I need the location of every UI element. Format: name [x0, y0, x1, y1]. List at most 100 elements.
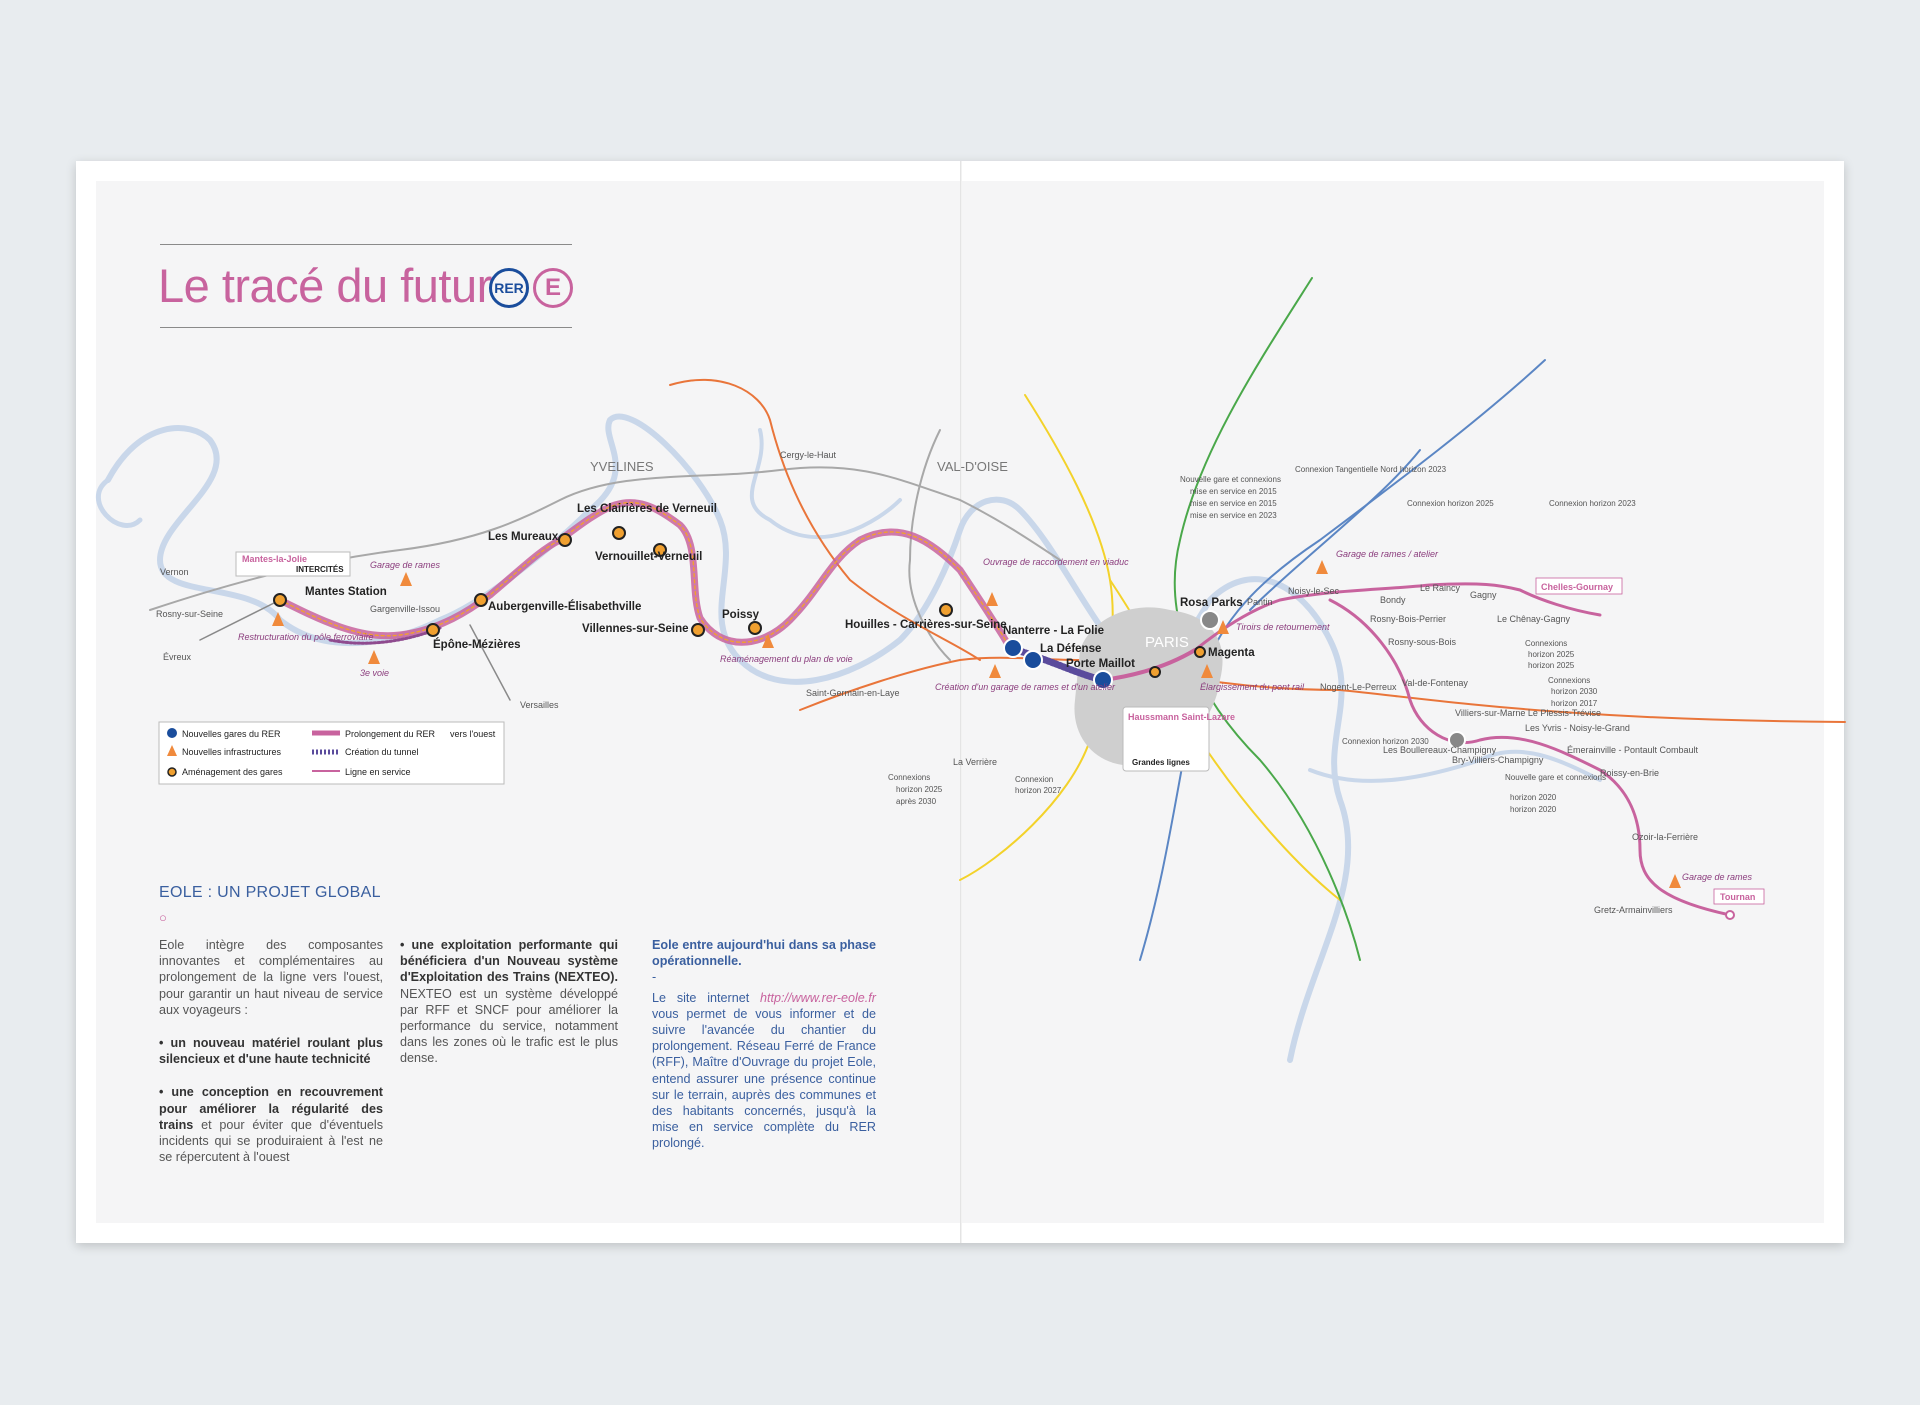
legend-new-stations: Nouvelles gares du RER [182, 729, 281, 739]
note-horizon-2017: horizon 2017 [1551, 699, 1598, 708]
note-connexion-defense: Connexion [1015, 775, 1053, 784]
label-gagny: Gagny [1470, 590, 1497, 600]
note-restructuration: Restructuration du pôle ferroviaire [238, 632, 374, 642]
label-cergy: Cergy-le-Haut [780, 450, 837, 460]
oise-river [749, 428, 902, 540]
label-boulereaux: Les Boullereaux-Champigny [1383, 745, 1497, 755]
region-val-doise: VAL-D'OISE [937, 459, 1008, 474]
station-tournan [1725, 910, 1735, 920]
label-villiers: Villiers-sur-Marne Le Plessis-Trévise [1455, 708, 1601, 718]
label-les-yvris: Les Yvris - Noisy-le-Grand [1525, 723, 1630, 733]
c1-bullet-1: • un nouveau matériel roulant plus silen… [159, 1036, 383, 1067]
label-mureaux: Les Mureaux [488, 531, 559, 543]
c1-bullet-2: • une conception en recouvrement pour am… [159, 1085, 383, 1165]
note-ouvrage: Ouvrage de raccordement en viaduc [983, 557, 1129, 567]
label-tournan: Tournan [1720, 892, 1755, 902]
station-porte-maillot [1093, 670, 1113, 690]
cone-icon [400, 572, 412, 586]
cone-icon [1669, 874, 1681, 888]
tournan-box [1713, 888, 1765, 905]
label-magenta: Magenta [1208, 647, 1255, 659]
text-column-3: Eole entre aujourd'hui dans sa phase opé… [652, 937, 876, 1169]
line-e-logo: E [533, 268, 573, 308]
cone-icon [762, 634, 774, 648]
legend-new-station-icon [167, 728, 177, 738]
label-rosny-sur-seine: Rosny-sur-Seine [156, 609, 223, 619]
note-connexion-2025: Connexion horizon 2025 [1407, 499, 1494, 508]
label-rosny-bois-perrier: Rosny-Bois-Perrier [1370, 614, 1446, 624]
note-third-lane: 3e voie [360, 668, 389, 678]
note-mise-2015-b: mise en service en 2015 [1190, 499, 1277, 508]
legend-amenagement-icon [167, 767, 177, 777]
label-emerainville: Émerainville - Pontault Combault [1567, 745, 1699, 755]
note-garage-atelier: Garage de rames / atelier [1336, 549, 1439, 559]
note-garage-west: Garage de rames [370, 560, 441, 570]
cone-icon [1201, 664, 1213, 678]
label-versailles: Versailles [520, 700, 559, 710]
label-epone: Épône-Mézières [433, 638, 521, 651]
note-mise-2015-a: mise en service en 2015 [1190, 487, 1277, 496]
mantes-la-jolie-box [235, 551, 351, 577]
label-gretz: Gretz-Armainvilliers [1594, 905, 1673, 915]
note-nouvelle-gare: Nouvelle gare et connexions [1180, 475, 1281, 484]
label-nogent: Nogent-Le-Perreux [1320, 682, 1397, 692]
orange-line-north [669, 378, 981, 661]
c2-bullet: • une exploitation performante qui bénéf… [400, 938, 618, 1066]
heading-bullet: ○ [159, 910, 167, 925]
note-tangentielle: Connexion Tangentielle Nord horizon 2023 [1295, 465, 1447, 474]
label-mantes: Mantes Station [305, 586, 387, 598]
note-connexions-nanterre: Connexions [888, 773, 930, 782]
label-aubergenville: Aubergenville-Élisabethville [488, 600, 641, 613]
label-bry: Bry-Villiers-Champigny [1452, 755, 1544, 765]
note-horizon-2025-a: horizon 2025 [1528, 650, 1575, 659]
cone-icon [1217, 620, 1229, 634]
label-le-chenay: Le Chênay-Gagny [1497, 614, 1571, 624]
legend-cone-icon [167, 745, 177, 756]
label-bondy: Bondy [1380, 595, 1406, 605]
label-noisy-le-sec: Noisy-le-Sec [1288, 586, 1340, 596]
saint-lazare-box [1122, 706, 1210, 772]
label-nanterre: Nanterre - La Folie [1003, 625, 1104, 637]
cone-icon [986, 592, 998, 606]
label-villennes: Villennes-sur-Seine [582, 623, 689, 635]
title-rule-bottom [160, 327, 572, 328]
note-elargissement: Élargissement du pont rail [1200, 682, 1305, 692]
station-vernouillet [653, 543, 667, 557]
note-connexions-nanterre-2025: horizon 2025 [896, 785, 943, 794]
brochure-spread [76, 161, 1844, 1243]
eole-website-link[interactable]: http://www.rer-eole.fr [760, 990, 876, 1005]
branch-versailles [469, 624, 511, 701]
legend-new-infra: Nouvelles infrastructures [182, 747, 282, 757]
label-la-verriere: La Verrière [953, 757, 997, 767]
label-roissy: Roissy-en-Brie [1600, 768, 1659, 778]
label-evreux: Évreux [163, 652, 192, 662]
station-aubergenville [474, 593, 488, 607]
label-vernon: Vernon [160, 567, 189, 577]
label-pantin: Pantin [1247, 597, 1273, 607]
page-title: Le tracé du futur [158, 259, 492, 312]
label-poissy: Poissy [722, 609, 760, 621]
note-horizon-2025-b: horizon 2025 [1528, 661, 1575, 670]
cone-icons [272, 560, 1681, 888]
label-saint-germain: Saint-Germain-en-Laye [806, 688, 900, 698]
label-mantes-la-jolie: Mantes-la-Jolie [242, 554, 307, 564]
rer-e-branch-tournan [1328, 598, 1732, 917]
note-tiroirs: Tiroirs de retournement [1236, 622, 1330, 632]
note-horizon-2020-a: horizon 2020 [1510, 793, 1557, 802]
rer-logo: RER [489, 268, 529, 308]
text-column-1: Eole intègre des composantes innovantes … [159, 937, 383, 1182]
cone-icon [989, 664, 1001, 678]
station-defense [1023, 650, 1043, 670]
station-markers [273, 526, 1735, 920]
c3-body: Le site internet http://www.rer-eole.fr … [652, 990, 876, 1151]
branch-evreux [199, 599, 281, 641]
station-mureaux [558, 533, 572, 547]
legend-prolongement: Prolongement du RER [345, 729, 436, 739]
note-horizon-2030: horizon 2030 [1551, 687, 1598, 696]
station-villennes [691, 623, 705, 637]
legend-vers-ouest: vers l'ouest [450, 729, 496, 739]
label-le-raincy: Le Raincy [1420, 583, 1461, 593]
station-bry [1448, 731, 1466, 749]
station-poissy [748, 621, 762, 635]
station-rosa-parks [1200, 610, 1220, 630]
